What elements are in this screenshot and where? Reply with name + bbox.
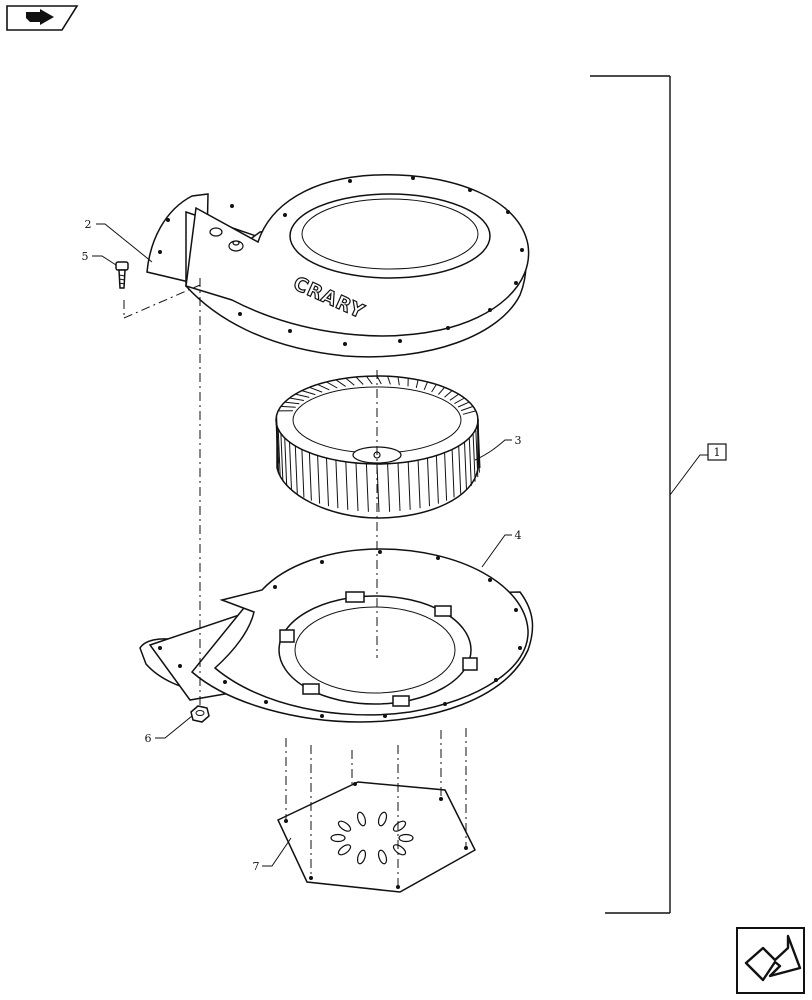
blade: [476, 415, 480, 464]
blade: [438, 386, 445, 395]
wheel-blades: [275, 375, 481, 513]
base-plate: [277, 781, 476, 893]
blade: [277, 429, 281, 478]
plate-slots: [330, 811, 414, 865]
callout-4: 4: [481, 529, 522, 568]
blade: [376, 375, 382, 385]
plate-slot: [392, 844, 407, 856]
blade: [464, 441, 467, 491]
blade: [335, 460, 339, 509]
plate-slot: [337, 820, 352, 832]
nut-part: [190, 705, 210, 723]
centre-lines: [123, 278, 467, 888]
callout-2: 2: [85, 218, 153, 263]
assembly-bracket: 1: [590, 75, 727, 914]
callout-7-label: 7: [253, 860, 260, 873]
blade: [468, 437, 472, 486]
callout-5: 5: [82, 250, 117, 266]
blade: [407, 461, 411, 510]
plate-slot: [330, 833, 346, 843]
blower-wheel: [275, 375, 481, 519]
previous-page-button[interactable]: [6, 5, 79, 31]
blade: [355, 376, 364, 385]
blade: [417, 460, 421, 509]
arrow-glyph: [26, 9, 54, 25]
callout-3: 3: [474, 434, 522, 461]
screw-part: [115, 261, 129, 289]
blade: [280, 405, 296, 408]
callout-5-label: 5: [82, 250, 89, 263]
blade: [365, 463, 369, 512]
assembly-label: 1: [714, 446, 721, 459]
blade: [397, 462, 401, 512]
plate-slot: [377, 811, 388, 827]
blade: [326, 381, 338, 389]
blade: [280, 433, 284, 482]
blade: [326, 458, 329, 507]
callout-6-label: 6: [145, 732, 152, 745]
plate-slot: [398, 833, 414, 843]
blade: [301, 390, 316, 396]
blade: [451, 449, 455, 498]
blade: [294, 445, 298, 494]
blade: [427, 458, 430, 507]
blade: [444, 390, 453, 398]
lower-housing: [139, 548, 534, 723]
blade: [345, 377, 355, 386]
plate-slot: [356, 849, 367, 865]
blade: [397, 376, 400, 386]
blade: [284, 401, 300, 405]
blade: [309, 386, 323, 393]
upper-housing: CRARY: [146, 174, 530, 358]
blade: [435, 455, 439, 504]
blade: [289, 397, 304, 401]
blade: [295, 393, 310, 398]
callout-6: 6: [145, 715, 193, 745]
blade: [275, 419, 279, 469]
blade: [444, 452, 448, 501]
blade: [355, 462, 359, 512]
callout-2-label: 2: [85, 218, 92, 231]
callout-4-label: 4: [515, 529, 522, 542]
callout-7: 7: [253, 837, 292, 873]
blade: [472, 433, 476, 482]
blade: [317, 383, 330, 391]
blade: [449, 393, 459, 401]
blade: [387, 463, 391, 512]
next-page-button[interactable]: [736, 927, 805, 994]
blade: [387, 376, 391, 385]
plate-slot: [337, 844, 352, 856]
callout-3-label: 3: [515, 434, 522, 447]
plate-slot: [377, 849, 388, 865]
blade: [423, 381, 428, 390]
blade: [345, 461, 349, 510]
blade: [308, 452, 312, 501]
plate-slot: [392, 820, 407, 832]
blade: [475, 429, 479, 478]
blade: [365, 375, 373, 385]
blade: [301, 449, 305, 498]
next-page-arrow-icon: [744, 934, 802, 982]
blade: [276, 415, 280, 464]
blade: [460, 405, 474, 412]
blade: [289, 441, 292, 491]
blade: [415, 379, 419, 389]
blade: [431, 384, 437, 393]
blade: [458, 445, 462, 494]
blade: [335, 379, 346, 387]
blade: [317, 455, 321, 504]
plate-slot: [356, 811, 367, 827]
blade: [457, 401, 470, 408]
assembly-label-box: [707, 443, 727, 461]
blade: [462, 410, 476, 415]
blade: [284, 437, 288, 486]
blade: [454, 397, 465, 405]
